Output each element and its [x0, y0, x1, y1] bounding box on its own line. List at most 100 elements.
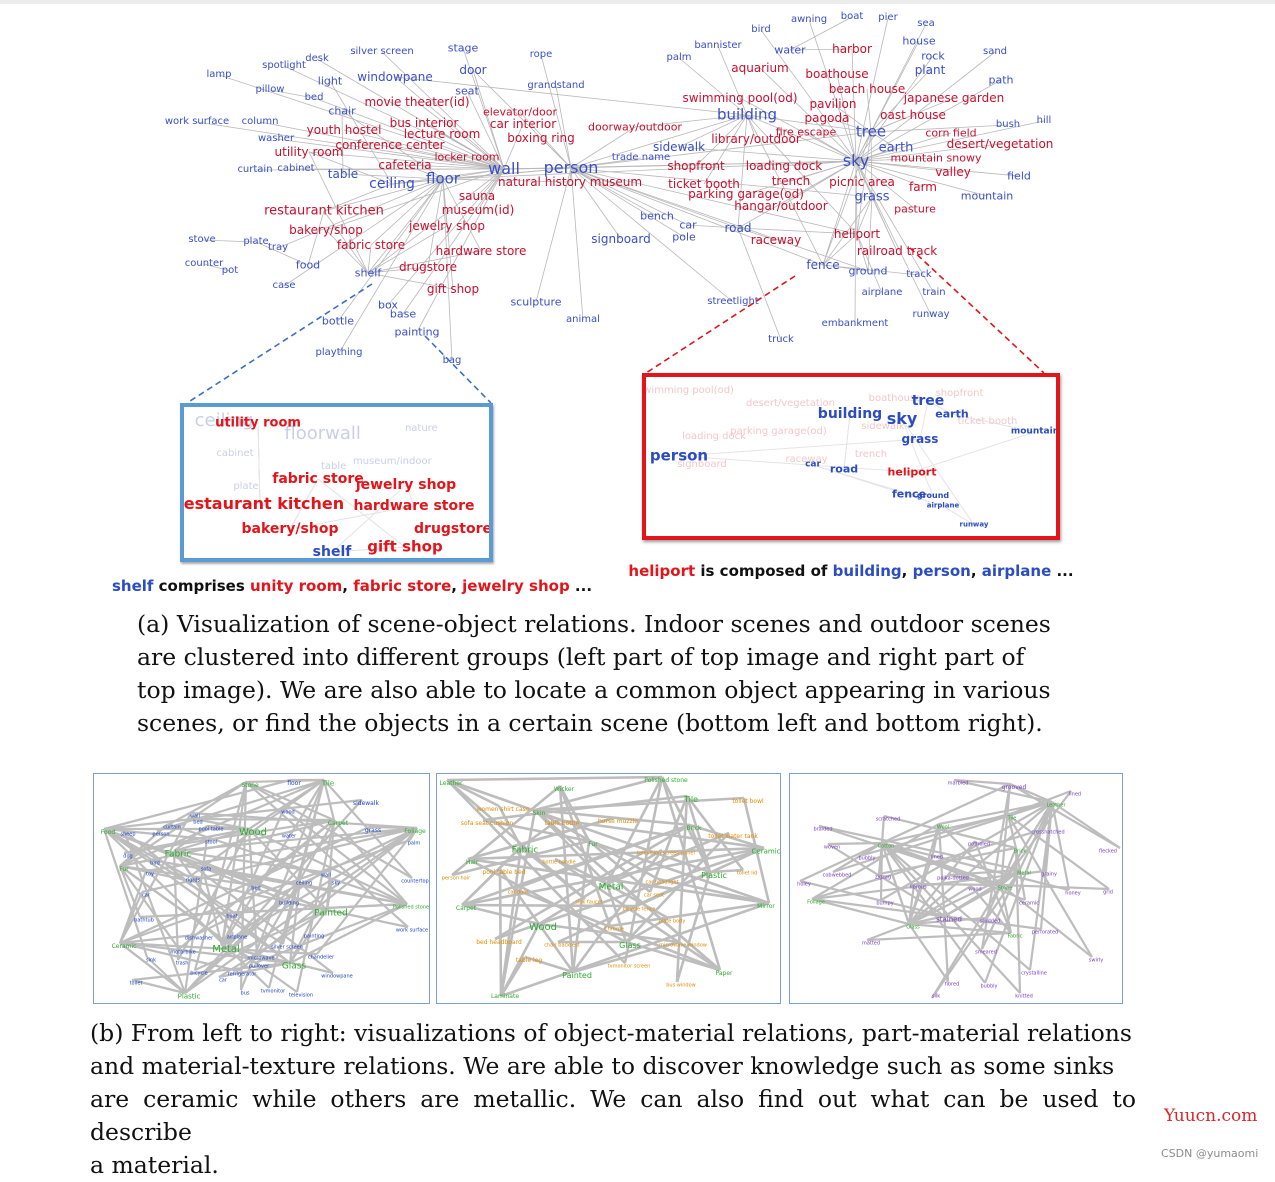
panel-node: Plastic: [701, 871, 727, 880]
panel-edge: [119, 864, 253, 887]
panel-node: Leather: [1046, 802, 1066, 809]
panel-edge: [881, 783, 1011, 844]
panel-edge: [119, 865, 298, 993]
panel-node: sink: [145, 957, 157, 964]
panel-node: table bottle: [544, 820, 580, 827]
panel-edge: [883, 814, 1017, 850]
panel-node: microwave window: [659, 942, 707, 949]
panel-node: Metal: [212, 944, 240, 955]
graph-node: road: [724, 221, 752, 235]
graph-edge: [855, 79, 1002, 162]
graph-edge: [737, 114, 748, 229]
panel-edges: [799, 778, 1121, 999]
panel-node: curtain: [163, 824, 181, 831]
panel-node: Foliage: [404, 828, 426, 835]
graph-node: raceway: [750, 233, 802, 247]
graph-node: lecture room: [403, 127, 481, 141]
panel-edge: [880, 815, 886, 844]
panel-node: Wool: [936, 824, 950, 831]
graph-node: building: [716, 105, 778, 124]
graph-node: door: [459, 63, 487, 77]
faded-label: shopfront: [935, 388, 984, 399]
panel-edge: [554, 857, 721, 972]
graph-node: gift shop: [426, 282, 480, 296]
zoom-edge: [843, 413, 851, 470]
graph-edge: [789, 48, 853, 51]
panel-edge: [1028, 801, 1054, 971]
panel-edges: [446, 775, 771, 998]
panel-edge: [295, 819, 336, 993]
panel-node: dog: [123, 853, 133, 860]
graph-edge: [855, 143, 1001, 162]
zoom-label: building: [817, 406, 883, 422]
graph-node: wall: [488, 159, 520, 178]
graph-edge: [687, 224, 739, 229]
panel-node: grass: [364, 827, 382, 834]
subcaption-part: ,: [342, 577, 354, 595]
caption-b-line: a material.: [90, 1151, 219, 1179]
subcaption-part: ...: [569, 577, 593, 595]
zoom-edge: [812, 464, 944, 507]
graph-edge: [855, 120, 1045, 162]
panel-edge: [908, 916, 987, 926]
panel-edge: [881, 841, 1070, 892]
subcaption-part: ,: [970, 562, 982, 580]
graph-edge: [442, 178, 448, 227]
graph-edge: [570, 167, 873, 198]
graph-node: trade name: [611, 152, 671, 163]
graph-node: grandstand: [527, 80, 585, 91]
panel-edge: [938, 800, 1053, 826]
graph-node: hardware store: [435, 244, 527, 258]
panel-node: Fur: [588, 841, 598, 848]
graph-node: tray: [267, 242, 289, 253]
panel-node: Fabric: [511, 845, 539, 856]
panel-node: rigrds: [185, 877, 201, 884]
panel-edge: [119, 865, 180, 950]
panel-node: Tile: [321, 779, 335, 788]
graph-node: sidewalk: [652, 140, 706, 154]
graph-node: palm: [666, 52, 692, 63]
panel-edge: [605, 883, 628, 943]
panel-edge: [131, 978, 186, 995]
zoom-label: jewelry shop: [355, 477, 457, 493]
zoom-edge: [289, 478, 319, 530]
top-bar: [0, 0, 1275, 4]
zoom-label: mountain: [1010, 426, 1060, 437]
panel-edge: [173, 849, 323, 874]
faded-label: plate: [233, 481, 259, 492]
panel-node: Stone: [997, 885, 1013, 892]
graph-node: ceiling: [369, 176, 415, 192]
panel-node: Tile: [683, 795, 699, 804]
panel-node: tvmonitor screen: [607, 963, 651, 970]
graph-node: locker room: [434, 150, 500, 164]
graph-node: fence: [806, 258, 840, 272]
zoom-label: earth: [935, 407, 969, 421]
panel-edge: [907, 883, 916, 925]
panel-edge: [221, 779, 325, 947]
panel-node: Hair: [465, 859, 479, 866]
panel-edge: [446, 775, 663, 782]
graph-edge: [404, 164, 505, 170]
panel-node: bed headboard: [476, 939, 522, 946]
graph-node: person: [543, 158, 599, 177]
graph-edge: [283, 178, 444, 287]
subcaption-part: building: [832, 562, 902, 580]
subcaption-heliport: heliport is composed of building, person…: [628, 562, 1073, 580]
panel-node: Chrome: [604, 926, 624, 933]
graph-node: embankment: [821, 318, 889, 329]
graph-edge: [855, 40, 920, 162]
graph-edge: [203, 263, 231, 272]
panel-edge: [980, 783, 1012, 950]
faded-label: boathouse: [868, 393, 922, 404]
graph-edge: [442, 178, 453, 362]
panel-node: Cotton: [877, 843, 895, 850]
panel-edge: [1014, 847, 1027, 901]
caption-a-line: are clustered into different groups (lef…: [137, 643, 1025, 671]
zoom-label: heliport: [887, 465, 937, 479]
faded-label: raceway: [785, 454, 828, 465]
graph-node: restaurant kitchen: [264, 203, 384, 219]
panel-node: work surface: [395, 927, 429, 934]
panel-node: women shirt case: [476, 806, 530, 813]
graph-node: box: [378, 298, 398, 312]
zoom-edge: [405, 484, 415, 507]
